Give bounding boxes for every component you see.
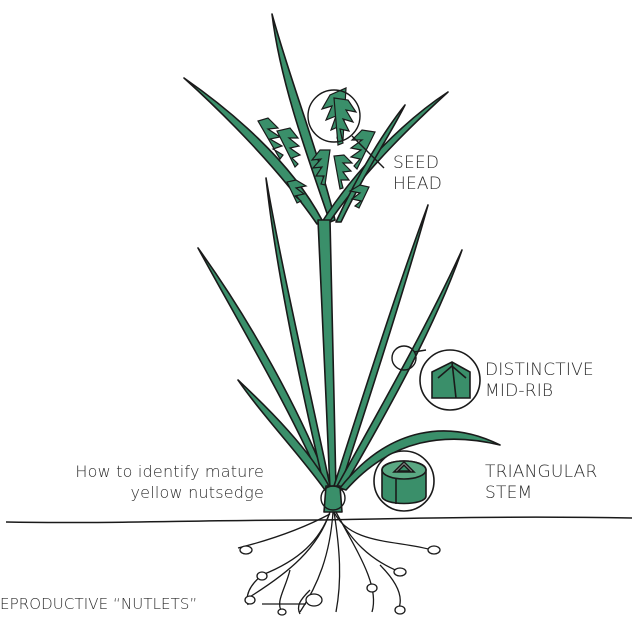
triangular-stem-inset	[374, 451, 434, 511]
leaf-upper-left	[184, 78, 322, 224]
diagram-caption: How to identify mature yellow nutsedge	[75, 461, 264, 503]
seed-head-label-line-2: HEAD	[393, 174, 442, 195]
seed-head-label-line-1: SEED	[393, 153, 442, 174]
nutlets-label: EPRODUCTIVE “NUTLETS”	[0, 594, 197, 615]
mid-rib-inset	[420, 350, 480, 410]
triangular-stem-label: TRIANGULAR STEM	[485, 462, 597, 504]
mid-rib-label: DISTINCTIVE MID-RIB	[485, 360, 594, 402]
mid-rib-label-line-2: MID-RIB	[485, 381, 594, 402]
leaf-left-long	[198, 248, 330, 490]
seed-head-label: SEED HEAD	[393, 153, 442, 195]
mid-rib-label-line-1: DISTINCTIVE	[485, 360, 594, 381]
stem-label-line-1: TRIANGULAR	[485, 462, 597, 483]
caption-line-1: How to identify mature	[75, 461, 264, 482]
caption-line-2: yellow nutsedge	[75, 482, 264, 503]
stem-label-line-2: STEM	[485, 483, 597, 504]
root-system	[238, 512, 432, 614]
